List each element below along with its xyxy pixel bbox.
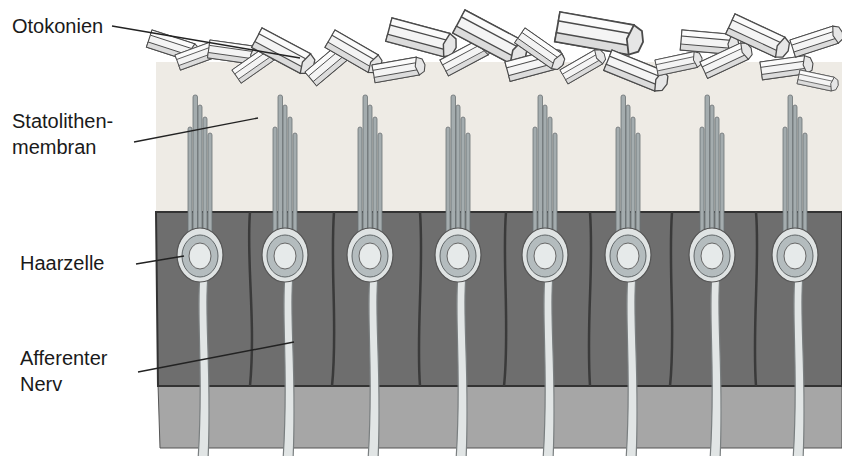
part-label: Haarzelle <box>20 250 130 276</box>
part-label: Otokonien <box>12 13 122 39</box>
part-label: Afferenter Nerv <box>20 345 132 397</box>
part-label: Statolithen- membran <box>12 108 130 160</box>
